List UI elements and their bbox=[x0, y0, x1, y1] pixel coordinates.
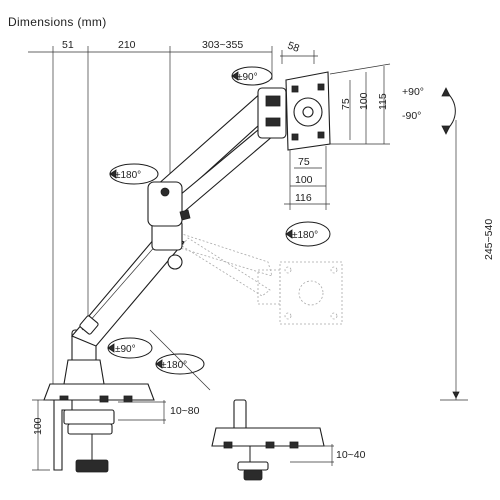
rotation-badge-base-rotate: ±180° bbox=[155, 353, 205, 375]
top-dimension-lines bbox=[28, 46, 318, 390]
clamp-base bbox=[43, 383, 155, 473]
tilt-down-label: -90° bbox=[402, 110, 421, 122]
vesa-width-dims bbox=[284, 146, 330, 210]
elbow-rotation-label: ±180° bbox=[115, 170, 141, 181]
dim-58: 58 bbox=[286, 40, 301, 55]
grommet-dims bbox=[290, 444, 334, 466]
base-rotation-label: ±180° bbox=[161, 360, 187, 371]
head-swivel-label: ±90° bbox=[237, 72, 258, 83]
dim-303-355: 303~355 bbox=[202, 39, 243, 51]
grommet-range-label: 10~40 bbox=[336, 449, 366, 461]
vesa-h100: 100 bbox=[358, 92, 370, 110]
clamp-dims bbox=[32, 399, 166, 471]
ghost-arm-lower-position bbox=[175, 231, 343, 325]
vesa-h115: 115 bbox=[377, 93, 389, 110]
clamp-height-label: 100 bbox=[32, 417, 44, 435]
lower-arm bbox=[63, 219, 185, 385]
screen-rotation-label: ±180° bbox=[292, 230, 318, 241]
dim-51: 51 bbox=[62, 39, 74, 51]
dim-210: 210 bbox=[118, 39, 136, 51]
rotation-badge-screen: ±180° bbox=[285, 221, 331, 247]
rotation-badge-head-swivel: ±90° bbox=[231, 66, 273, 86]
height-range-label: 245~540 bbox=[483, 219, 495, 260]
vesa-w116: 116 bbox=[295, 192, 312, 204]
upper-arm bbox=[147, 87, 287, 227]
vesa-height-dims bbox=[329, 63, 391, 145]
tilt-arrow-icon bbox=[441, 87, 456, 135]
tilt-up-label: +90° bbox=[402, 86, 424, 98]
grommet-base bbox=[211, 399, 325, 481]
rotation-badge-elbow: ±180° bbox=[109, 163, 159, 185]
vesa-w100: 100 bbox=[295, 174, 313, 186]
vesa-w75: 75 bbox=[298, 156, 310, 168]
base-swivel-label: ±90° bbox=[115, 344, 136, 355]
vesa-h75: 75 bbox=[340, 98, 352, 110]
vesa-plate bbox=[285, 71, 331, 151]
rotation-badge-base-swivel: ±90° bbox=[107, 337, 153, 359]
diagram-title: Dimensions (mm) bbox=[8, 15, 107, 29]
height-range-dim bbox=[440, 120, 468, 401]
clamp-range-label: 10~80 bbox=[170, 405, 200, 417]
